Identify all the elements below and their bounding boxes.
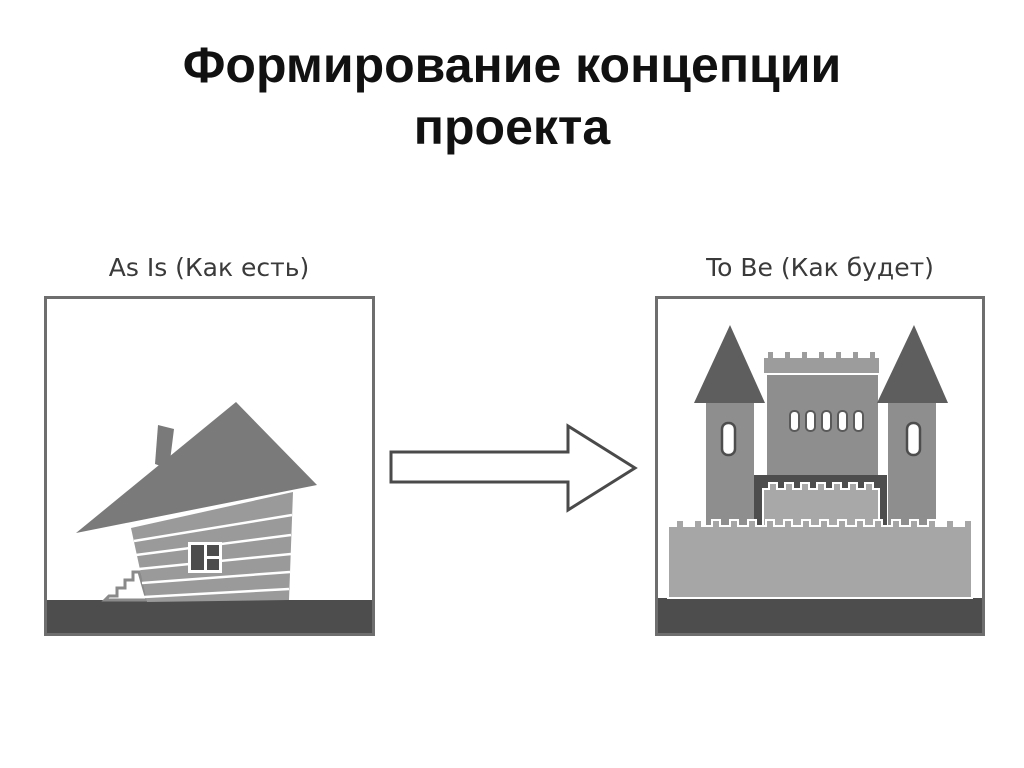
house-window <box>188 542 222 573</box>
crooked-house-illustration <box>47 402 372 633</box>
as-is-label: As Is (Как есть) <box>108 253 310 282</box>
stairs <box>101 570 149 602</box>
ground <box>658 598 982 633</box>
title-line-2: проекта <box>413 99 611 155</box>
title-line-1: Формирование концепции <box>182 37 842 93</box>
hollow-arrow-icon <box>389 423 638 513</box>
slide-title: Формирование концепции проекта <box>0 34 1024 158</box>
castle-illustration <box>658 325 982 633</box>
to-be-label: To Be (Как будет) <box>706 253 934 282</box>
inner-wall <box>762 482 880 530</box>
house-roof <box>76 402 317 533</box>
right-tower <box>877 325 948 529</box>
left-tower <box>694 325 765 529</box>
outer-wall <box>667 519 973 599</box>
as-is-panel <box>44 296 375 636</box>
to-be-panel <box>655 296 985 636</box>
ground <box>47 600 372 633</box>
